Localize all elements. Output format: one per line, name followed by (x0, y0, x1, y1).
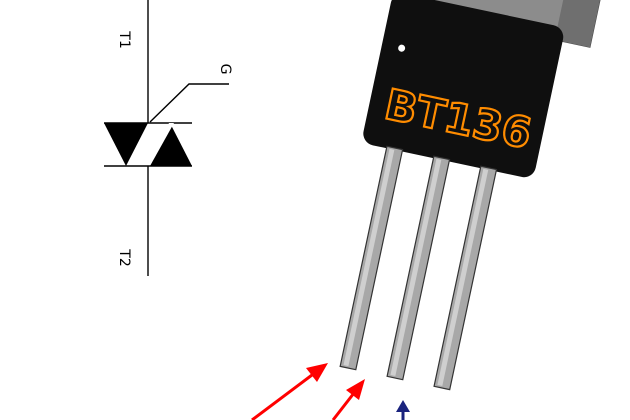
triac-symbol: T1 G T2 (104, 0, 233, 276)
label-t1: T1 (116, 30, 132, 48)
arrow-lead-2 (331, 379, 365, 420)
lead-2 (386, 155, 451, 381)
lead-1 (339, 145, 404, 371)
label-t2: T2 (116, 248, 132, 266)
arrow-lead-2-head (346, 379, 365, 400)
arrow-lead-3-head (396, 400, 410, 412)
to220-package: BT136 (339, 0, 606, 391)
triac-gap (145, 123, 174, 166)
arrow-lead-3 (396, 400, 410, 420)
metal-tab-shade (554, 0, 605, 48)
lead-3 (433, 165, 498, 391)
pin1-dot (398, 44, 406, 52)
triac-triangle-right (148, 123, 192, 166)
label-g: G (217, 64, 233, 75)
gate-lead (149, 83, 229, 123)
triac-triangle-left (104, 123, 148, 166)
arrow-lead-1-shaft (251, 373, 313, 420)
arrow-lead-2-shaft (331, 392, 356, 420)
arrow-lead-1-head (306, 363, 328, 382)
package-body (363, 0, 564, 178)
arrow-lead-1 (251, 363, 328, 420)
